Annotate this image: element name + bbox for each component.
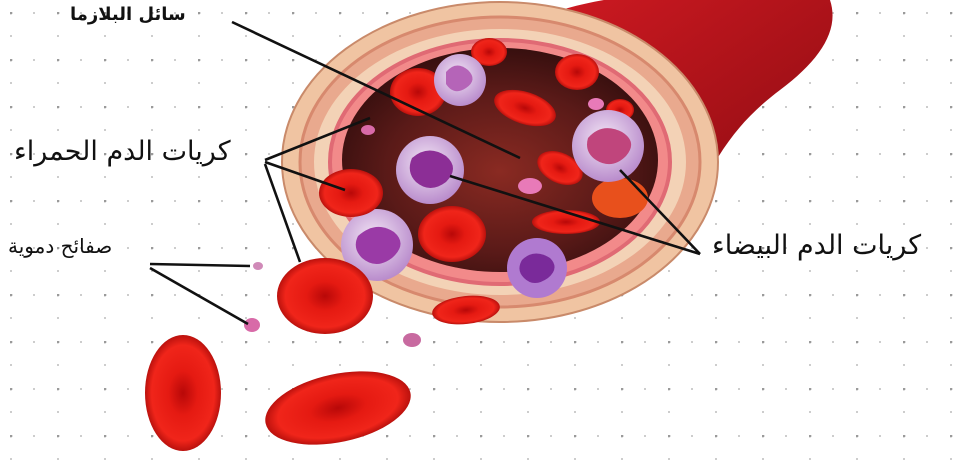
label-platelets: صفائح دموية — [8, 234, 112, 258]
label-plasma: سائل البلازما — [70, 4, 186, 25]
label-red-cells: كريات الدم الحمراء — [14, 136, 231, 167]
label-white-cells: كريات الدم البيضاء — [712, 230, 921, 261]
